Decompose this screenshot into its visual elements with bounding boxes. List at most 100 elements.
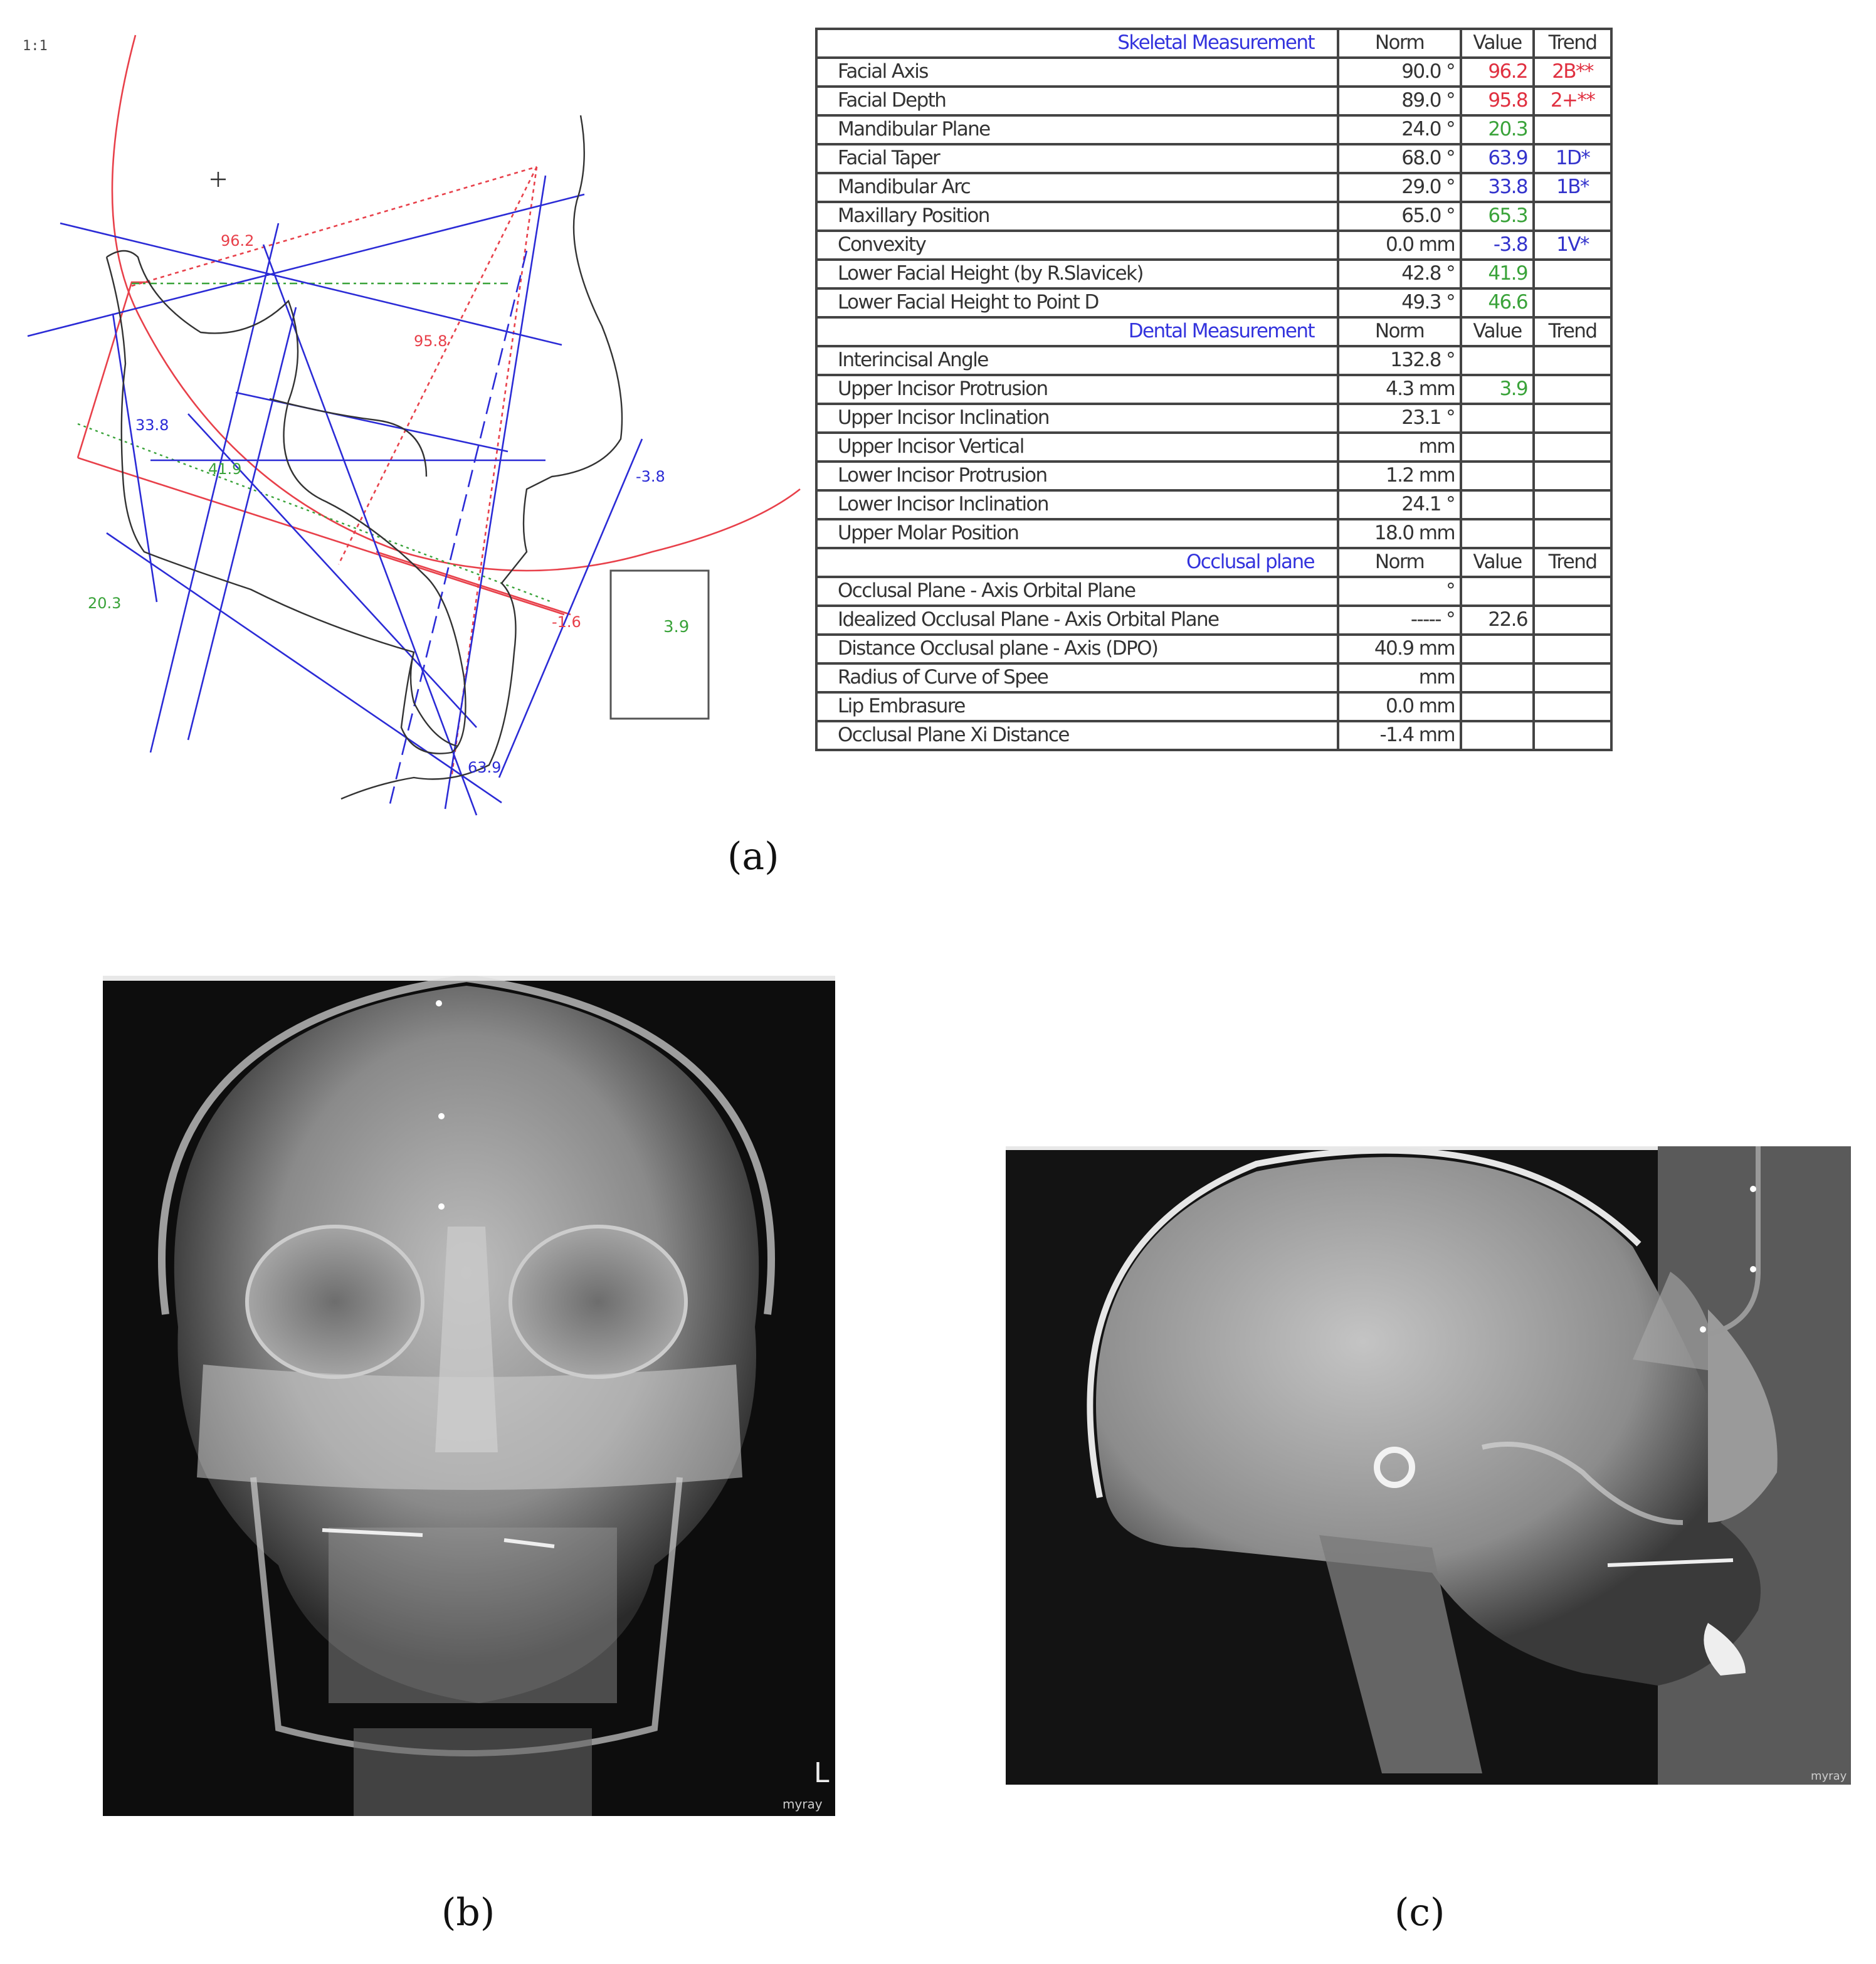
row-norm: -1.4 mm xyxy=(1337,720,1462,751)
row-label: Mandibular Plane xyxy=(815,114,1339,145)
label-facial-depth: 95.8 xyxy=(414,332,447,350)
row-norm: mm xyxy=(1337,662,1462,694)
row-label: Upper Incisor Protrusion xyxy=(815,374,1339,405)
row-norm: 49.3 ° xyxy=(1337,287,1462,319)
watermark: myray xyxy=(783,1797,823,1812)
row-label: Facial Depth xyxy=(815,85,1339,117)
row-label: Distance Occlusal plane - Axis (DPO) xyxy=(815,633,1339,665)
row-value xyxy=(1460,489,1535,520)
value-header: Value xyxy=(1460,547,1535,578)
row-trend: 1D* xyxy=(1532,143,1613,174)
frontal-xray: L myray xyxy=(103,976,835,1816)
row-norm: 68.0 ° xyxy=(1337,143,1462,174)
label-convexity: -3.8 xyxy=(636,468,665,485)
row-value xyxy=(1460,633,1535,665)
value-header: Value xyxy=(1460,28,1535,59)
row-label: Upper Incisor Inclination xyxy=(815,403,1339,434)
row-label: Facial Taper xyxy=(815,143,1339,174)
row-trend xyxy=(1532,201,1613,232)
row-norm: ° xyxy=(1337,576,1462,607)
label-lower-incisor: -1.6 xyxy=(552,613,581,631)
row-norm: 24.0 ° xyxy=(1337,114,1462,145)
section-title: Occlusal plane xyxy=(815,547,1339,578)
caption-c: (c) xyxy=(1394,1891,1445,1935)
row-norm: 23.1 ° xyxy=(1337,403,1462,434)
row-label: Lower Facial Height (by R.Slavicek) xyxy=(815,258,1339,290)
label-mandibular-plane: 20.3 xyxy=(88,594,121,612)
row-trend: 1V* xyxy=(1532,230,1613,261)
row-trend xyxy=(1532,345,1613,376)
row-value xyxy=(1460,345,1535,376)
trend-header: Trend xyxy=(1532,316,1613,347)
row-value: 95.8 xyxy=(1460,85,1535,117)
row-trend xyxy=(1532,691,1613,722)
row-trend: 1B* xyxy=(1532,172,1613,203)
trend-header: Trend xyxy=(1532,28,1613,59)
row-value xyxy=(1460,691,1535,722)
row-trend xyxy=(1532,605,1613,636)
row-label: Mandibular Arc xyxy=(815,172,1339,203)
row-trend xyxy=(1532,287,1613,319)
row-label: Upper Molar Position xyxy=(815,518,1339,549)
row-norm: 89.0 ° xyxy=(1337,85,1462,117)
row-value: 63.9 xyxy=(1460,143,1535,174)
row-value: 20.3 xyxy=(1460,114,1535,145)
trend-header: Trend xyxy=(1532,547,1613,578)
row-label: Lower Incisor Protrusion xyxy=(815,460,1339,492)
row-value: 96.2 xyxy=(1460,56,1535,88)
row-label: Lower Facial Height to Point D xyxy=(815,287,1339,319)
row-label: Occlusal Plane - Axis Orbital Plane xyxy=(815,576,1339,607)
row-trend xyxy=(1532,258,1613,290)
row-value xyxy=(1460,460,1535,492)
row-norm: 42.8 ° xyxy=(1337,258,1462,290)
row-norm: 24.1 ° xyxy=(1337,489,1462,520)
row-value xyxy=(1460,576,1535,607)
row-label: Occlusal Plane Xi Distance xyxy=(815,720,1339,751)
label-upper-incisor-box: 3.9 xyxy=(663,618,689,636)
table-row: Occlusal Plane Xi Distance-1.4 mm xyxy=(815,720,1613,751)
row-label: Lip Embrasure xyxy=(815,691,1339,722)
row-trend xyxy=(1532,489,1613,520)
row-label: Idealized Occlusal Plane - Axis Orbital … xyxy=(815,605,1339,636)
row-trend xyxy=(1532,633,1613,665)
table-row: Occlusal Plane - Axis Orbital Plane° xyxy=(815,576,1613,607)
row-norm: 0.0 mm xyxy=(1337,691,1462,722)
mandibular-arc-curve xyxy=(111,34,801,572)
row-trend xyxy=(1532,720,1613,751)
watermark: myray xyxy=(1811,1770,1847,1783)
facial-polygon xyxy=(76,281,150,458)
cephalometric-tracing: 1:1 96.2 95.8 33.8 xyxy=(23,34,801,816)
row-trend: 2+** xyxy=(1532,85,1613,117)
row-trend xyxy=(1532,403,1613,434)
row-norm: 90.0 ° xyxy=(1337,56,1462,88)
row-label: Convexity xyxy=(815,230,1339,261)
table-row: Lower Facial Height (by R.Slavicek)42.8 … xyxy=(815,258,1613,290)
row-value: 3.9 xyxy=(1460,374,1535,405)
row-norm: 132.8 ° xyxy=(1337,345,1462,376)
label-facial-taper: 63.9 xyxy=(468,759,501,776)
row-norm: 4.3 mm xyxy=(1337,374,1462,405)
row-trend xyxy=(1532,662,1613,694)
row-value xyxy=(1460,431,1535,463)
row-value: 33.8 xyxy=(1460,172,1535,203)
label-lower-facial-height: 41.9 xyxy=(208,460,241,478)
row-value: 46.6 xyxy=(1460,287,1535,319)
row-label: Radius of Curve of Spee xyxy=(815,662,1339,694)
